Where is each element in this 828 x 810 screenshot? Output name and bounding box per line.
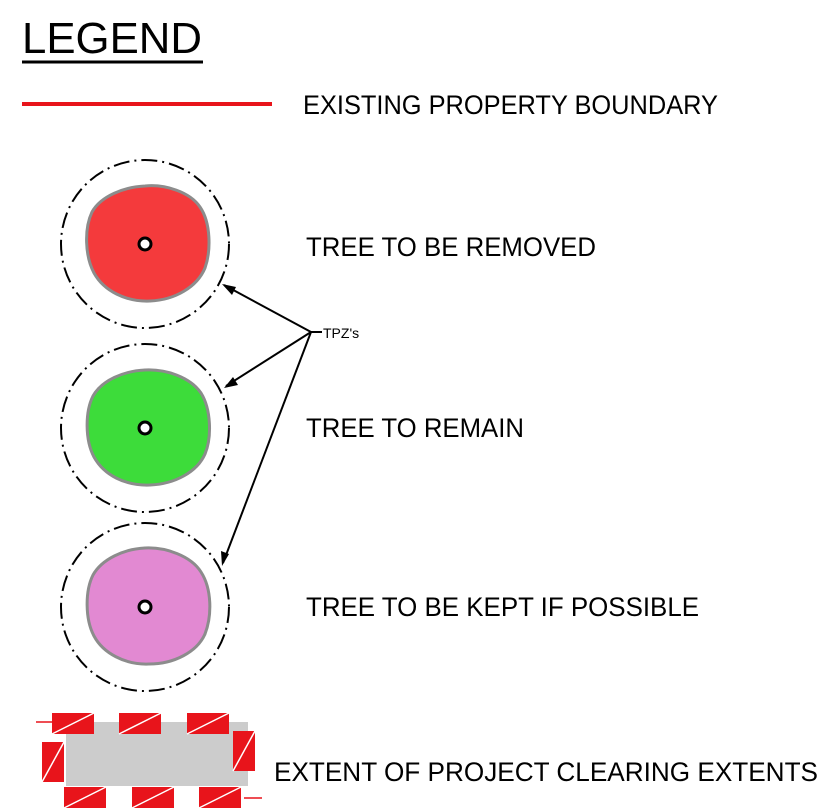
tree-kept-symbol <box>60 522 230 692</box>
leader-line <box>225 331 312 387</box>
tree-removed-label: TREE TO BE REMOVED <box>306 232 596 262</box>
tree-remain-symbol <box>60 343 230 513</box>
hatch-block <box>232 730 256 772</box>
arrowhead <box>222 284 236 295</box>
leader-line <box>222 331 312 564</box>
hatch-block <box>63 786 107 809</box>
hatch-block <box>186 712 230 735</box>
hatch-block <box>41 741 65 783</box>
arrowhead <box>224 377 238 388</box>
tpz-label: TPZ's <box>323 325 359 341</box>
arrowhead <box>221 551 229 566</box>
tpz-circle-removed <box>60 159 230 329</box>
hatch-block <box>131 786 175 809</box>
tpz-callout <box>221 284 322 566</box>
tree-trunk-marker <box>137 599 153 615</box>
tree-remain-label: TREE TO REMAIN <box>306 413 524 443</box>
property-boundary-label: EXISTING PROPERTY BOUNDARY <box>303 90 718 120</box>
tpz-circle-remain <box>60 343 230 513</box>
tree-trunk-marker <box>137 420 153 436</box>
tpz-circle-kept <box>60 522 230 692</box>
hatch-block <box>118 712 162 735</box>
hatch-block <box>51 712 95 735</box>
leader-line <box>223 284 312 333</box>
legend-title: LEGEND <box>22 14 202 63</box>
tree-removed-symbol <box>60 159 230 329</box>
clearing-extents-symbol <box>36 712 262 809</box>
tree-trunk-marker <box>137 236 153 252</box>
tree-kept-label: TREE TO BE KEPT IF POSSIBLE <box>306 592 699 622</box>
hatch-block <box>198 786 242 809</box>
clearing-extents-label: EXTENT OF PROJECT CLEARING EXTENTS <box>274 757 818 787</box>
